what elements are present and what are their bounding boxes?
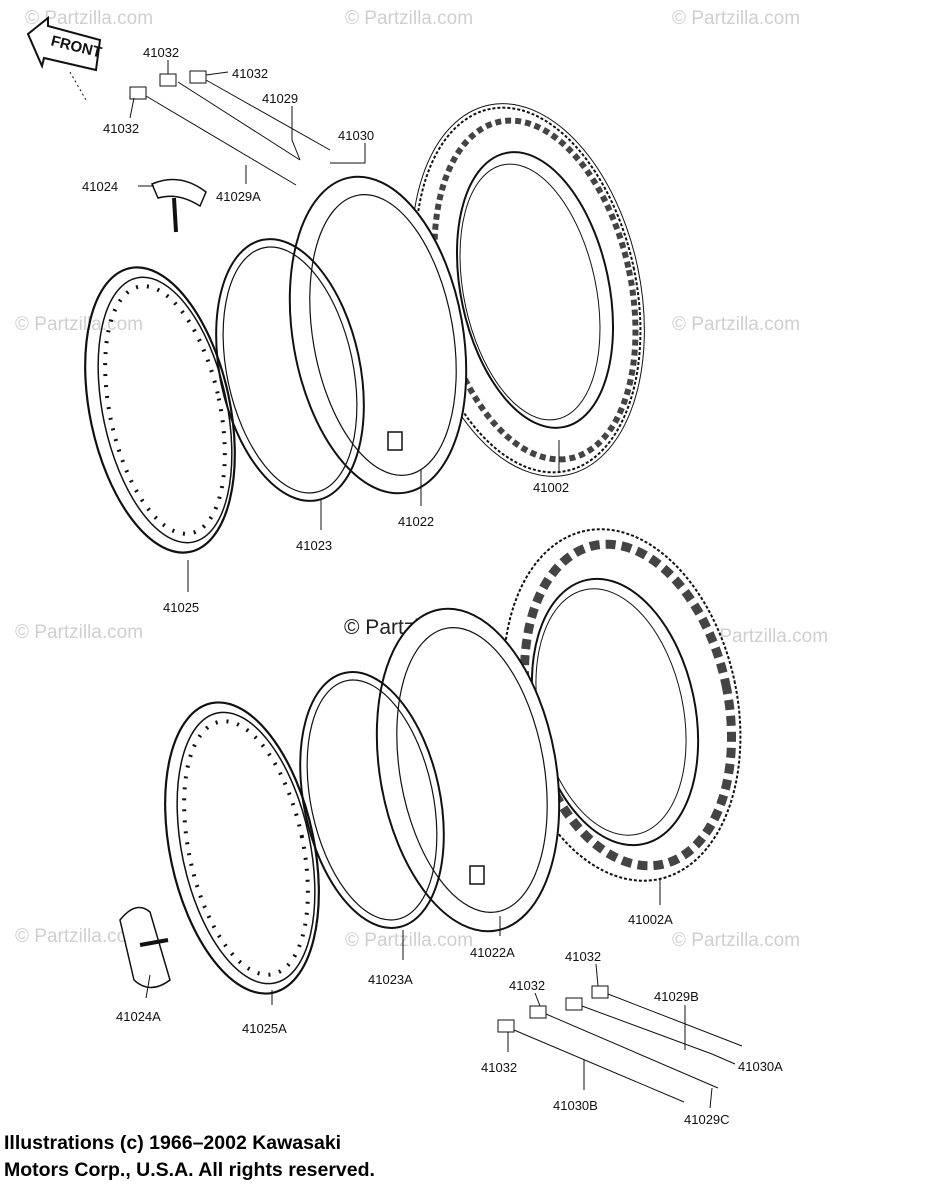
label-41002A: 41002A <box>628 912 673 927</box>
spoke-line <box>545 1013 719 1089</box>
copyright-line-2: Motors Corp., U.S.A. All rights reserved… <box>4 1159 375 1181</box>
spoke-line <box>145 95 297 186</box>
label-41029A: 41029A <box>216 189 261 204</box>
watermark: © Partzilla.com <box>345 8 473 29</box>
rear-rim <box>164 701 320 995</box>
spoke-set-upper <box>129 70 331 186</box>
front-inner-tube <box>288 175 468 495</box>
valve-stem-icon <box>387 431 403 451</box>
copyright-line-1: Illustrations (c) 1966–2002 Kawasaki <box>4 1132 342 1154</box>
spoke-nipple-icon <box>591 985 609 999</box>
leader-lines <box>129 60 736 1109</box>
label-41029B: 41029B <box>654 989 699 1004</box>
spoke-line <box>581 1005 713 1055</box>
label-41022A: 41022A <box>470 945 515 960</box>
valve-stem-icon <box>469 865 485 885</box>
rear-tire <box>502 528 742 882</box>
watermark: © Partzilla.com <box>700 626 828 647</box>
watermark: © Partzilla.com <box>672 314 800 335</box>
watermark: © Partzilla.com <box>25 8 153 29</box>
watermark: © Partzilla.com <box>672 930 800 951</box>
front-arrow-icon: FRONT <box>26 15 103 101</box>
label-41023A: 41023A <box>368 972 413 987</box>
copyright-notice: Illustrations (c) 1966–2002 Kawasaki Mot… <box>4 1130 375 1184</box>
watermark: © Partzilla.com <box>15 314 143 335</box>
watermark: © Partzilla.com <box>672 8 800 29</box>
spoke-nipple-icon <box>159 73 177 87</box>
label-41023: 41023 <box>296 538 332 553</box>
label-41024: 41024 <box>82 179 118 194</box>
label-41032: 41032 <box>103 121 139 136</box>
label-41032: 41032 <box>143 45 179 60</box>
label-41032: 41032 <box>232 66 268 81</box>
label-41030B: 41030B <box>553 1098 598 1113</box>
spoke-nipple-icon <box>129 86 147 100</box>
watermark: © Partzilla.com <box>345 930 473 951</box>
spoke-line <box>177 81 301 161</box>
spoke-line <box>607 993 743 1047</box>
rear-rim-band <box>299 671 445 929</box>
label-41022: 41022 <box>398 514 434 529</box>
watermark: © Partzilla.com <box>15 926 143 947</box>
label-41025: 41025 <box>163 600 199 615</box>
part-labels: 41032 41032 41032 41029 41030 41024 4102… <box>82 45 783 1127</box>
rear-inner-tube <box>375 607 561 933</box>
label-41024A: 41024A <box>116 1009 161 1024</box>
label-41032: 41032 <box>565 949 601 964</box>
spoke-nipple-icon <box>497 1019 515 1033</box>
label-41029: 41029 <box>262 91 298 106</box>
spoke-nipple-icon <box>189 70 207 84</box>
spoke-line <box>513 1029 685 1103</box>
label-41030A: 41030A <box>738 1059 783 1074</box>
spoke-line <box>205 79 331 151</box>
label-41002: 41002 <box>533 480 569 495</box>
front-tire <box>411 103 645 477</box>
front-rim-band <box>215 238 365 502</box>
label-41030: 41030 <box>338 128 374 143</box>
rear-rim-lock-icon <box>119 906 171 989</box>
label-41032: 41032 <box>481 1060 517 1075</box>
watermark: © Partzilla.com <box>15 622 143 643</box>
rim-lock-icon <box>151 178 207 233</box>
spoke-set-lower <box>497 985 743 1103</box>
watermark-layer: © Partzilla.com © Partzilla.com © Partzi… <box>15 8 828 951</box>
front-rim <box>84 266 236 554</box>
spoke-nipple-icon <box>529 1005 547 1019</box>
spoke-nipple-icon <box>565 997 583 1011</box>
label-41029C: 41029C <box>684 1112 730 1127</box>
label-41025A: 41025A <box>242 1021 287 1036</box>
label-41032: 41032 <box>509 978 545 993</box>
